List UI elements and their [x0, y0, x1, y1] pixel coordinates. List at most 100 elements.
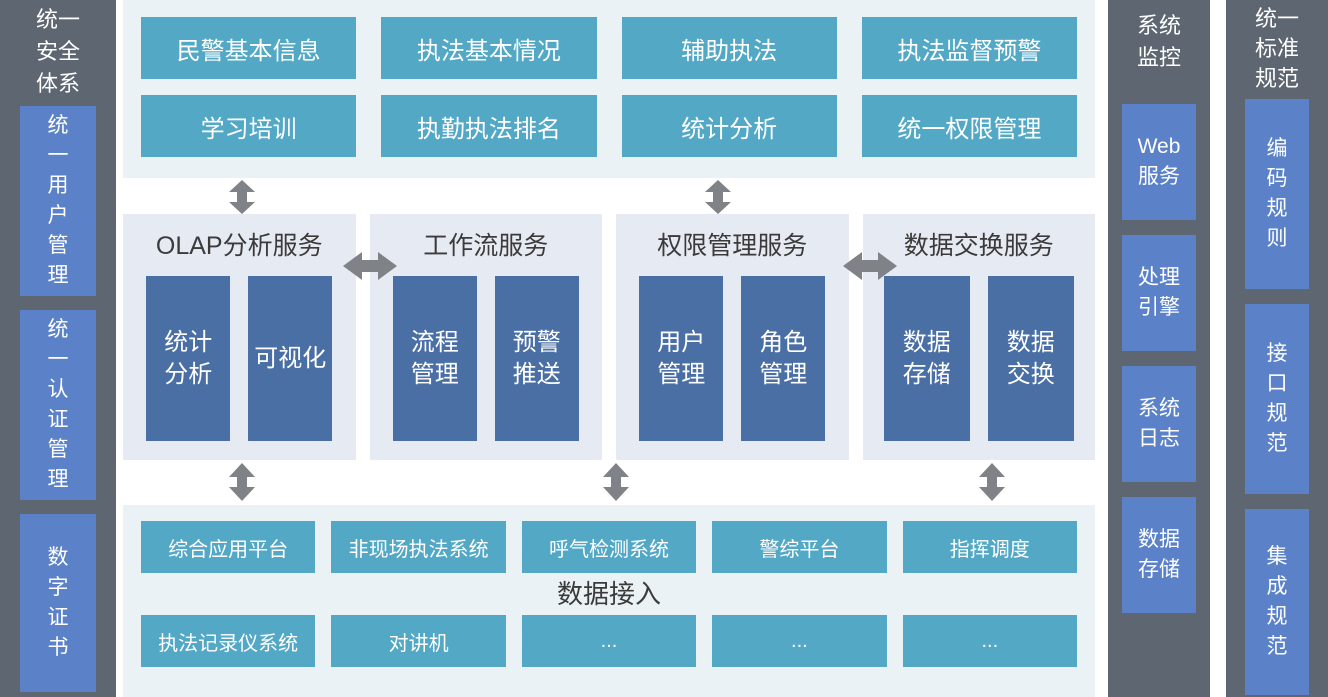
service-panel-data-exchange: 数据交换服务 数据存储 数据交换	[862, 214, 1096, 460]
service-box-user-mgmt[interactable]: 用户管理	[639, 276, 724, 441]
service-layer: OLAP分析服务 统计分析 可视化 工作流服务 流程管理	[123, 214, 1095, 460]
data-source-row-bottom: 执法记录仪系统 对讲机 ... ... ...	[141, 615, 1077, 667]
data-source-row-top: 综合应用平台 非现场执法系统 呼气检测系统 警综平台 指挥调度	[141, 521, 1077, 573]
service-panel-workflow: 工作流服务 流程管理 预警推送	[369, 214, 603, 460]
service-box-label: 可视化	[254, 344, 327, 372]
app-box-label: 执法监督预警	[897, 37, 1042, 65]
sidebar-item-unified-user-mgmt[interactable]: 统一用户管理	[20, 106, 96, 296]
app-box-duty-enforcement-ranking[interactable]: 执勤执法排名	[381, 95, 597, 157]
sidebar-item-digital-certificate[interactable]: 数字证书	[20, 514, 96, 692]
left-sidebar-security-system: 统一安全体系 统一用户管理 统一认证管理 数字证书	[0, 0, 116, 697]
data-source-more-3[interactable]: ...	[902, 615, 1077, 667]
service-box-label: 数据存储	[902, 328, 951, 388]
service-panel-boxes: 数据存储 数据交换	[863, 276, 1096, 441]
data-source-label: ...	[981, 629, 999, 652]
service-box-label: 数据交换	[1006, 328, 1055, 388]
data-source-label: ...	[600, 629, 618, 652]
service-box-label: 统计分析	[164, 328, 213, 388]
app-box-label: 民警基本信息	[176, 37, 321, 65]
app-box-statistical-analysis[interactable]: 统计分析	[621, 95, 837, 157]
service-box-data-storage[interactable]: 数据存储	[883, 276, 970, 441]
sidebar-item-label: 数字证书	[47, 546, 69, 659]
app-box-police-basic-info[interactable]: 民警基本信息	[141, 17, 357, 79]
data-source-breath-test-system[interactable]: 呼气检测系统	[521, 521, 697, 573]
service-panel-title: 工作流服务	[423, 232, 549, 260]
application-box-grid: 民警基本信息 执法基本情况 辅助执法 执法监督预警 学习培训 执勤执法排名	[141, 17, 1077, 157]
application-layer: 民警基本信息 执法基本情况 辅助执法 执法监督预警 学习培训 执勤执法排名	[123, 0, 1095, 178]
sysmon-item-label: 处理引擎	[1138, 266, 1180, 319]
app-box-assisted-enforcement[interactable]: 辅助执法	[621, 17, 837, 79]
service-box-label: 角色管理	[759, 328, 808, 388]
std-item-integration-spec[interactable]: 集成规范	[1245, 509, 1309, 695]
data-source-more-1[interactable]: ...	[521, 615, 697, 667]
std-item-label: 集成规范	[1266, 545, 1288, 658]
vertical-arrow-app-to-olap	[227, 180, 257, 214]
data-source-label: 指挥调度	[949, 538, 1030, 561]
app-box-label: 统计分析	[681, 115, 778, 143]
sysmon-item-system-log[interactable]: 系统日志	[1122, 366, 1196, 482]
data-source-label: 综合应用平台	[168, 538, 289, 561]
std-sidebar-title: 统一标准规范	[1254, 6, 1299, 91]
data-source-label: 执法记录仪系统	[158, 632, 299, 655]
service-box-alert-push[interactable]: 预警推送	[494, 276, 579, 441]
data-source-offsite-enforcement-system[interactable]: 非现场执法系统	[331, 521, 506, 573]
vertical-arrow-workflow-to-data	[601, 463, 631, 501]
service-box-label: 预警推送	[512, 328, 561, 388]
data-source-police-integrated-platform[interactable]: 警综平台	[712, 521, 887, 573]
std-item-label: 编码规则	[1266, 137, 1288, 250]
std-item-interface-spec[interactable]: 接口规范	[1245, 304, 1309, 494]
app-box-enforcement-basics[interactable]: 执法基本情况	[381, 17, 597, 79]
data-source-more-2[interactable]: ...	[712, 615, 887, 667]
service-box-role-mgmt[interactable]: 角色管理	[741, 276, 826, 441]
service-box-label: 流程管理	[410, 328, 459, 388]
data-source-label: 呼气检测系统	[548, 538, 669, 561]
sysmon-item-label: 系统日志	[1138, 397, 1180, 450]
service-panel-boxes: 统计分析 可视化	[123, 276, 356, 441]
service-panel-permission: 权限管理服务 用户管理 角色管理	[616, 214, 849, 460]
data-source-walkie-talkie[interactable]: 对讲机	[331, 615, 506, 667]
app-box-label: 执勤执法排名	[416, 115, 561, 143]
data-source-label: 对讲机	[388, 632, 449, 655]
service-box-statistical-analysis[interactable]: 统计分析	[146, 276, 231, 441]
data-source-command-dispatch[interactable]: 指挥调度	[902, 521, 1077, 573]
vertical-arrow-data-exchange-to-data	[977, 463, 1007, 501]
service-panel-title: OLAP分析服务	[155, 232, 323, 260]
app-box-unified-permission-mgmt[interactable]: 统一权限管理	[861, 95, 1077, 157]
data-source-label: ...	[791, 629, 808, 652]
service-panel-olap: OLAP分析服务 统计分析 可视化	[123, 214, 356, 460]
data-source-integrated-app-platform[interactable]: 综合应用平台	[141, 521, 316, 573]
data-access-title: 数据接入	[556, 579, 661, 609]
service-box-label: 用户管理	[657, 328, 706, 388]
sidebar-item-label: 统一认证管理	[47, 318, 69, 491]
service-panel-boxes: 流程管理 预警推送	[370, 276, 603, 441]
service-box-visualization[interactable]: 可视化	[248, 276, 333, 441]
service-panel-boxes: 用户管理 角色管理	[616, 276, 849, 441]
sidebar-item-unified-auth-mgmt[interactable]: 统一认证管理	[20, 310, 96, 500]
app-box-learning-training[interactable]: 学习培训	[141, 95, 357, 157]
sysmon-item-processing-engine[interactable]: 处理引擎	[1122, 235, 1196, 351]
service-panel-title: 数据交换服务	[903, 232, 1054, 260]
std-item-coding-rules[interactable]: 编码规则	[1245, 99, 1309, 289]
main-column: 民警基本信息 执法基本情况 辅助执法 执法监督预警 学习培训 执勤执法排名	[123, 0, 1095, 697]
sysmon-item-data-storage[interactable]: 数据存储	[1122, 497, 1196, 613]
data-source-label: 警综平台	[759, 538, 840, 561]
horizontal-arrow-permission-data-exchange	[843, 251, 897, 281]
data-source-law-enforcement-recorder-system[interactable]: 执法记录仪系统	[141, 615, 316, 667]
vertical-arrow-app-to-permission	[703, 180, 733, 214]
app-box-label: 统一权限管理	[897, 115, 1042, 143]
unified-standards-sidebar: 统一标准规范 编码规则 接口规范 集成规范	[1226, 0, 1328, 697]
service-panel-title: 权限管理服务	[657, 232, 808, 260]
horizontal-arrow-olap-workflow	[343, 251, 397, 281]
left-sidebar-title: 统一安全体系	[35, 7, 80, 96]
app-box-enforcement-supervision-alert[interactable]: 执法监督预警	[861, 17, 1077, 79]
app-box-label: 学习培训	[200, 115, 297, 143]
service-box-process-mgmt[interactable]: 流程管理	[392, 276, 477, 441]
sidebar-item-label: 统一用户管理	[47, 114, 69, 287]
data-source-label: 非现场执法系统	[348, 538, 489, 561]
std-item-label: 接口规范	[1266, 342, 1288, 455]
service-box-data-exchange[interactable]: 数据交换	[987, 276, 1074, 441]
